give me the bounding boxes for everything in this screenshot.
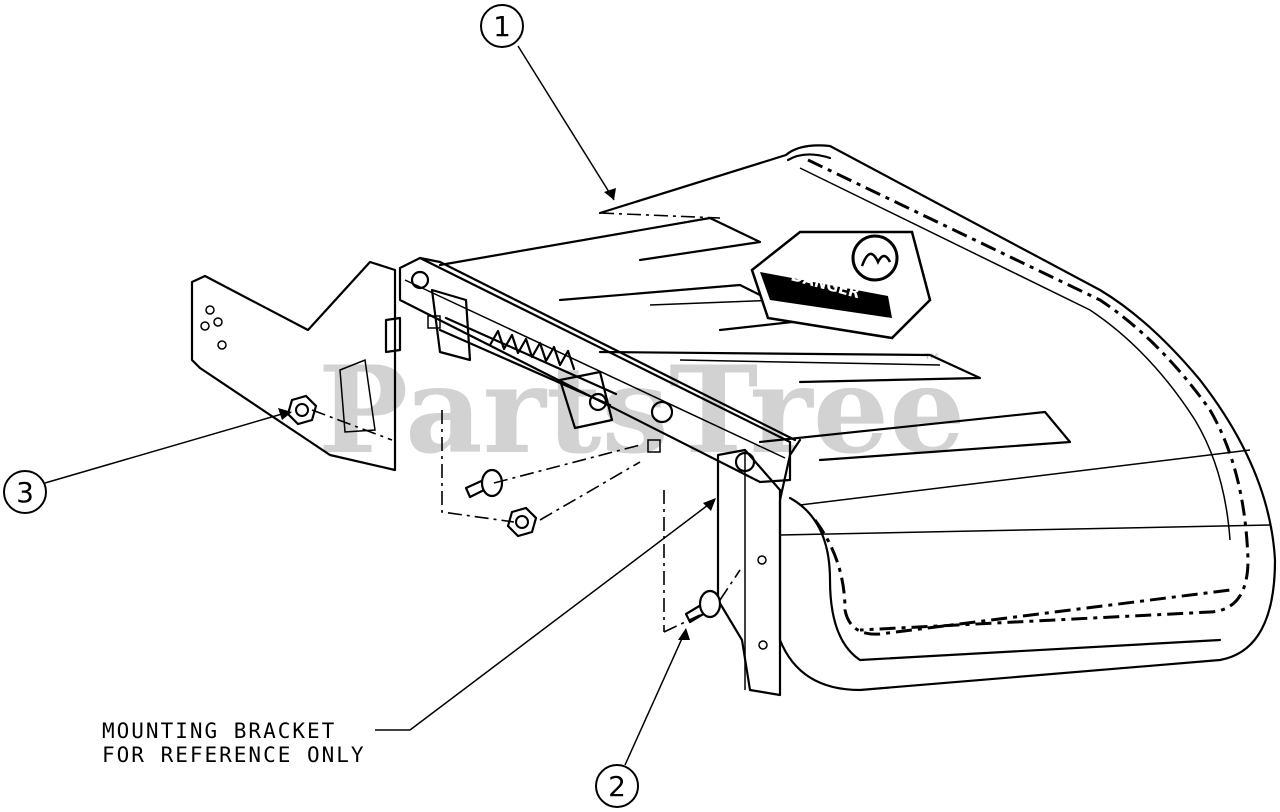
arrow-3 (278, 408, 292, 420)
mounting-bracket-right (663, 448, 782, 697)
arrow-2 (678, 628, 690, 640)
reference-note: MOUNTING BRACKET FOR REFERENCE ONLY (102, 719, 366, 767)
callout-3: 3 (3, 470, 47, 514)
callout-1: 1 (480, 4, 524, 48)
leader-lines (44, 45, 716, 766)
assembly-lines (311, 409, 741, 601)
logo-icon (851, 234, 899, 282)
watermark: PartsTree ™ (318, 340, 965, 481)
hex-nuts (286, 394, 538, 538)
deflector-shield: DANGER (438, 144, 1277, 692)
mounting-bracket-left (190, 260, 397, 472)
bolt-center (464, 468, 504, 499)
nut-left (286, 394, 318, 426)
arrow-1 (604, 188, 616, 200)
danger-decal: DANGER (750, 230, 932, 340)
note-line-2: FOR REFERENCE ONLY (102, 743, 366, 767)
note-line-1: MOUNTING BRACKET (102, 719, 336, 743)
watermark-trademark: ™ (922, 349, 942, 373)
callout-1-number: 1 (493, 10, 511, 43)
callout-2-number: 2 (608, 770, 626, 803)
nut-center (506, 506, 538, 538)
carriage-bolts (464, 468, 722, 624)
watermark-text: PartsTree (318, 340, 965, 481)
spring (488, 329, 576, 371)
callout-3-number: 3 (16, 476, 34, 509)
callout-2: 2 (595, 764, 639, 808)
arrow-note (703, 498, 716, 511)
bolt-lower (684, 589, 722, 624)
